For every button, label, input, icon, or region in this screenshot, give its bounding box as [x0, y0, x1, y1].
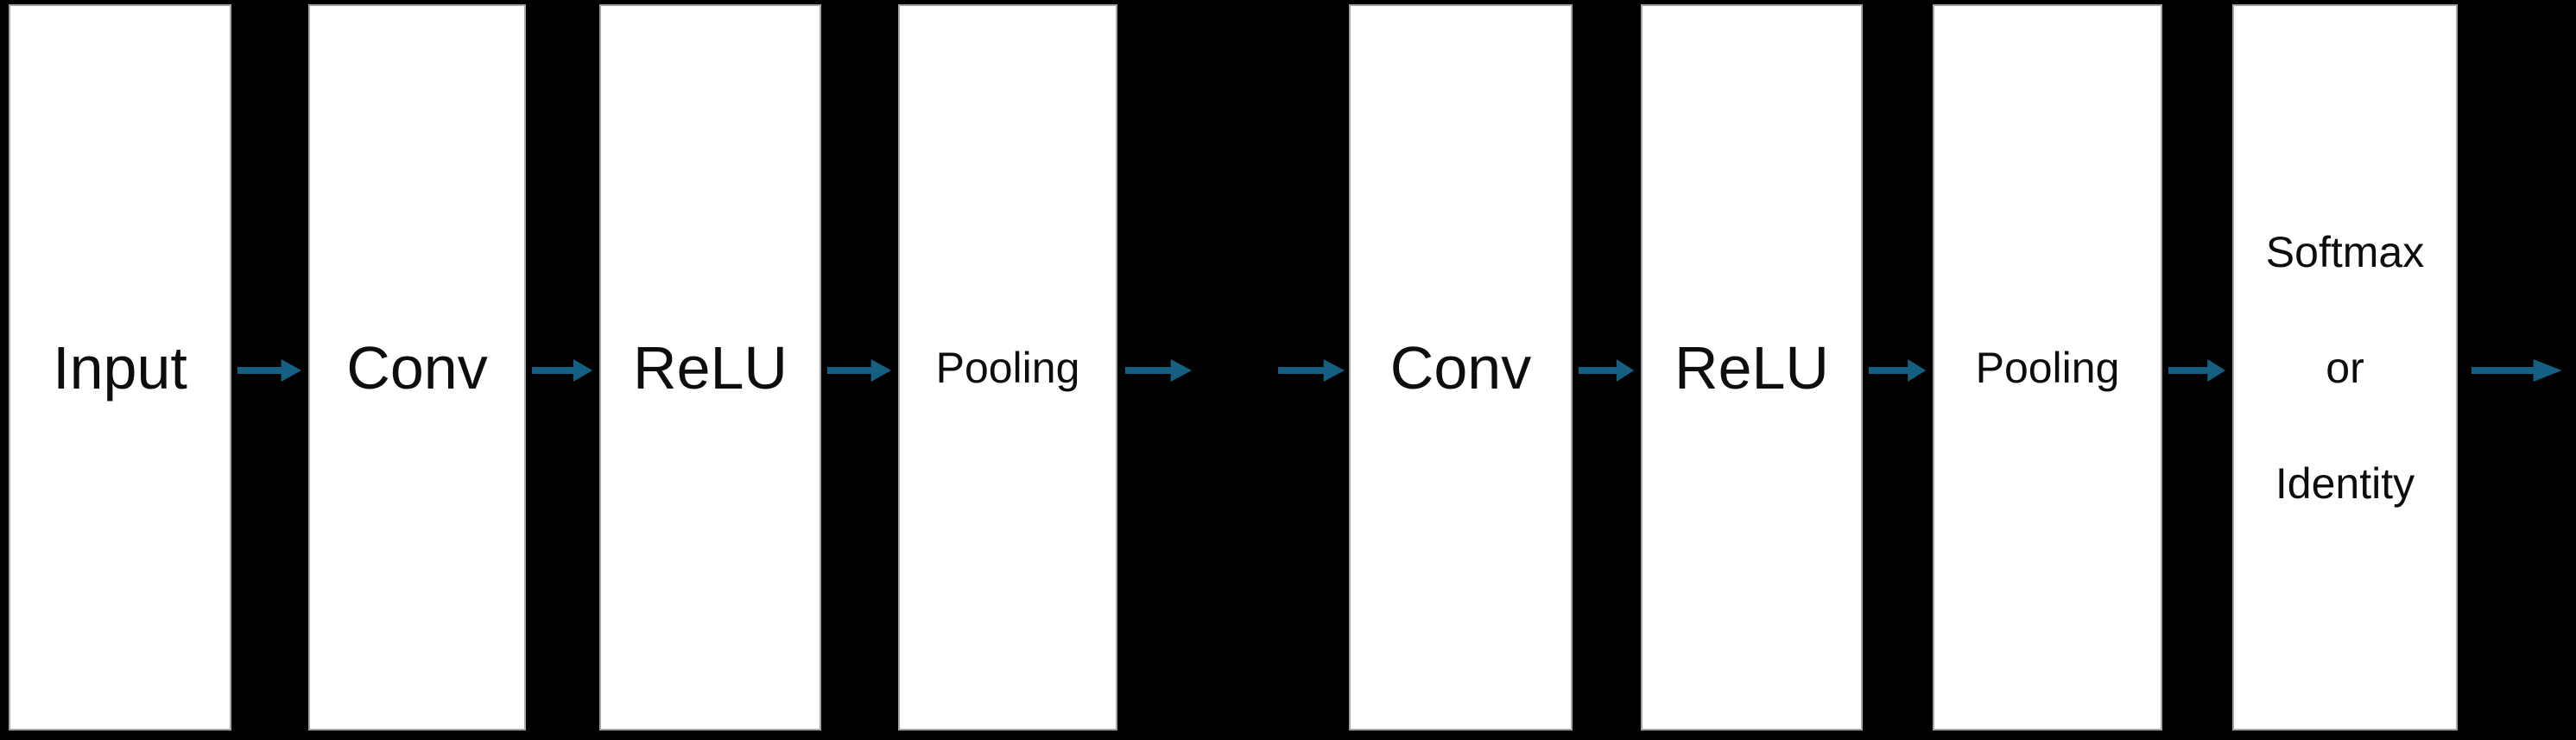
layer-label-relu-1: ReLU: [633, 333, 788, 402]
layer-label-input: Input: [53, 333, 187, 402]
arrow-right-icon: [237, 358, 302, 382]
layer-box-conv-2: Conv: [1349, 4, 1573, 731]
layer-label-relu-2: ReLU: [1674, 333, 1829, 402]
flow-connector: [821, 0, 898, 740]
flow-connector: [526, 0, 599, 740]
layer-box-pooling-1: Pooling: [898, 4, 1117, 731]
flow-connector: [1863, 0, 1933, 740]
layer-label-conv-1: Conv: [346, 333, 488, 402]
arrow-right-icon: [1869, 358, 1927, 382]
flow-connector: [231, 0, 308, 740]
layer-label-pooling-1: Pooling: [935, 343, 1080, 392]
arrow-right-icon: [2168, 358, 2226, 382]
flow-connector: [2162, 0, 2232, 740]
output-activation-line-softmax: Softmax: [2265, 227, 2425, 276]
arrow-right-icon: [1125, 358, 1193, 382]
layer-box-relu-2: ReLU: [1641, 4, 1863, 731]
layer-box-output-activation: Softmax or Identity: [2232, 4, 2458, 731]
layer-box-relu-1: ReLU: [599, 4, 821, 731]
layer-box-conv-1: Conv: [308, 4, 526, 731]
layer-label-pooling-2: Pooling: [1975, 343, 2120, 392]
arrow-right-icon: [1278, 358, 1345, 382]
output-activation-line-or: or: [2326, 343, 2364, 392]
arrow-right-icon: [827, 358, 892, 382]
output-flow-connector: [2458, 0, 2576, 740]
layer-box-input: Input: [9, 4, 231, 731]
arrow-right-icon: [532, 358, 593, 382]
repeated-layers-gap: [1117, 0, 1349, 740]
layer-box-pooling-2: Pooling: [1933, 4, 2162, 731]
arrow-right-icon: [1579, 358, 1635, 382]
arrow-right-icon: [2471, 358, 2562, 382]
layer-label-conv-2: Conv: [1389, 333, 1532, 402]
flow-connector: [1573, 0, 1641, 740]
output-activation-line-identity: Identity: [2275, 459, 2415, 508]
